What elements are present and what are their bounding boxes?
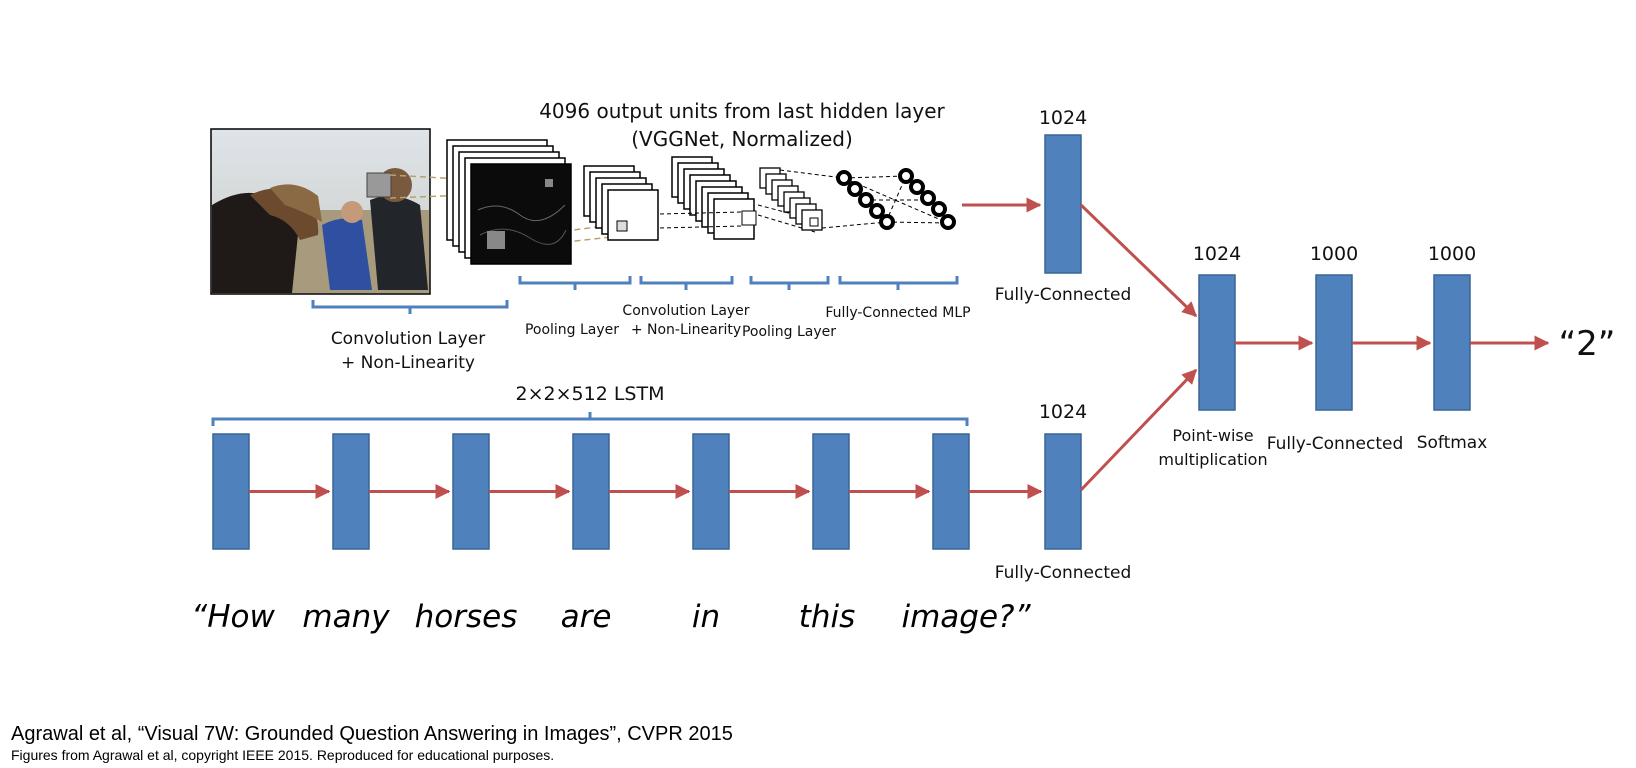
image-fc-size: 1024 [1039,107,1087,129]
question-word: “How [191,599,275,635]
top-braces [311,276,959,314]
question-word: this [799,599,856,635]
softmax-block [1433,274,1471,411]
softmax-size: 1000 [1428,243,1476,265]
conv2-label-line2: + Non-Linearity [631,322,741,338]
brace-pool1 [518,276,632,290]
lstm-cell [452,433,490,550]
citation-line1: Agrawal et al, “Visual 7W: Grounded Ques… [11,723,733,745]
arrow-imagefc-to-merge [1079,203,1198,318]
citation-line2: Figures from Agrawal et al, copyright IE… [11,747,554,763]
conv2-label-line1: Convolution Layer [622,303,749,319]
mlp-label: Fully-Connected MLP [825,305,970,321]
question-text: “How many horses are in this image?” [191,599,1031,635]
question-word: horses [415,599,518,635]
lstm-cell [332,433,370,550]
image-fc-label: Fully-Connected [995,285,1132,305]
question-word: image?” [901,599,1031,635]
pointwise-label-line2: multiplication [1158,450,1267,469]
conv1-label-line1: Convolution Layer [331,329,485,349]
question-fc-size: 1024 [1039,401,1087,423]
pool1-label: Pooling Layer [525,322,619,338]
final-fc-size: 1000 [1310,243,1358,265]
brace-mlp [838,276,959,290]
question-fc-block [1044,433,1082,550]
question-fc-label: Fully-Connected [995,563,1132,583]
arrow-questionfc-to-merge [1079,368,1198,492]
feature-title-line2: (VGGNet, Normalized) [631,127,853,151]
pointwise-size: 1024 [1193,243,1241,265]
lstm-cell [212,433,250,550]
feature-title-line1: 4096 output units from last hidden layer [539,99,945,123]
pool2-label: Pooling Layer [742,324,836,340]
pointwise-block [1198,274,1236,411]
final-fc-label: Fully-Connected [1267,434,1404,454]
softmax-label: Softmax [1417,433,1488,453]
feature-map-stack-icon [446,139,572,265]
lstm-cell [932,433,970,550]
conv1-label-line2: + Non-Linearity [341,353,475,373]
question-word: are [561,599,612,635]
mlp-connections [779,169,949,229]
pool2-stack-icon [759,167,823,231]
lstm-cell [812,433,850,550]
brace-conv2 [639,276,734,290]
brace-pool2 [749,276,830,290]
lstm-brace [211,412,969,426]
pooling-stack-icon [583,165,659,241]
pointwise-label-line1: Point-wise [1172,426,1253,445]
image-fc-block [1044,134,1082,274]
lstm-cell [572,433,610,550]
lstm-label: 2×2×512 LSTM [516,383,665,405]
brace-conv1 [311,300,509,314]
conv2-stack-icon [671,156,757,240]
lstm-cells [212,433,970,550]
input-image [210,128,431,295]
neuron-circles-icon [836,168,956,230]
question-word: in [692,599,720,635]
lstm-cell [692,433,730,550]
final-fc-block [1315,274,1353,411]
answer-text: “2” [1559,324,1616,364]
question-word: many [302,599,390,635]
